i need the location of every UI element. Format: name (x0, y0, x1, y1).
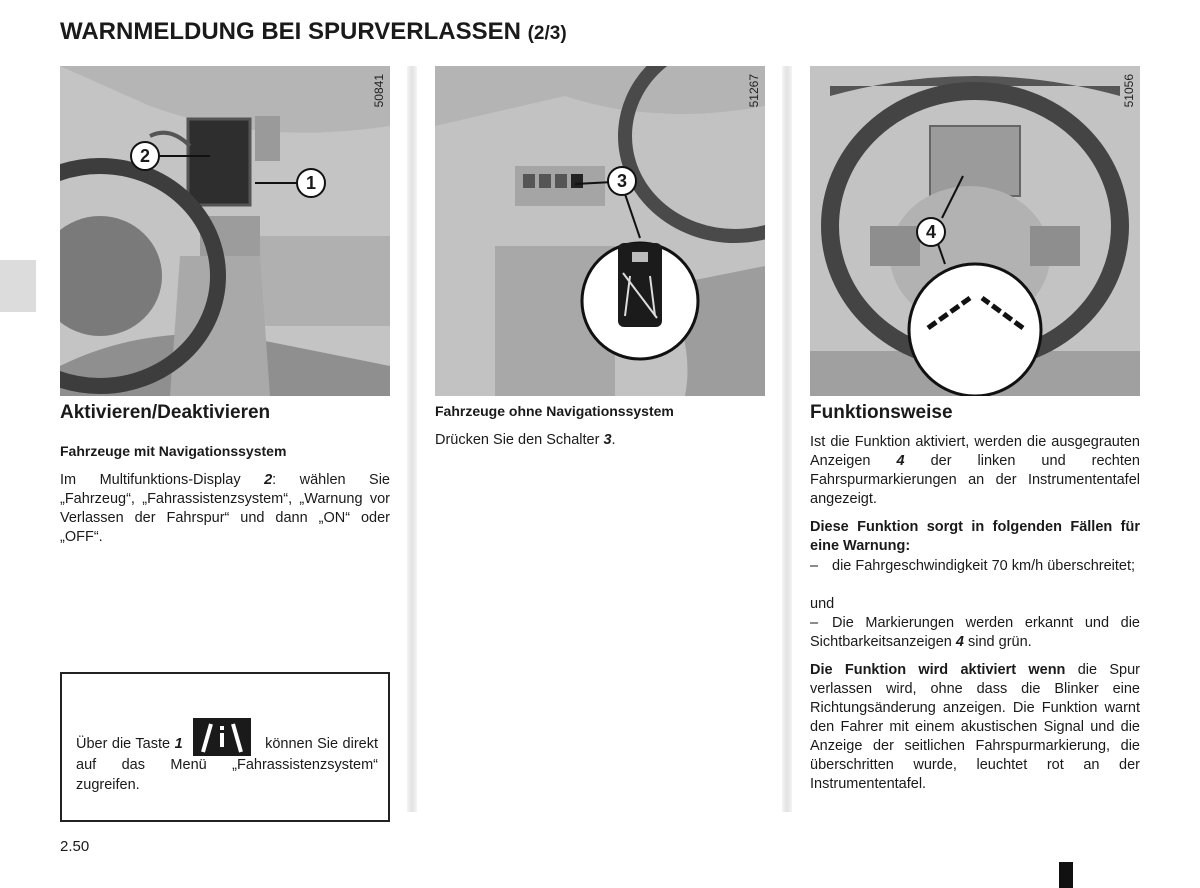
callout-4: 4 (916, 217, 946, 247)
dashboard-illustration (60, 66, 390, 396)
title-suffix: (2/3) (527, 23, 567, 44)
figure-dashboard: 50841 2 1 (60, 66, 390, 396)
chapter-tab (0, 260, 36, 312)
figure-number: 51267 (747, 74, 761, 108)
figure-number: 50841 (372, 74, 386, 108)
note-text: Über die Taste 1 können Sie direkt auf d… (76, 718, 378, 795)
list-item-markings: –Die Markierungen werden erkannt und die… (810, 615, 1140, 650)
list-connector-and: und (810, 596, 835, 612)
switch-panel-illustration (435, 66, 765, 396)
figure-switch-panel: 51267 3 (435, 66, 765, 396)
subheading-with-nav: Fahrzeuge mit Navigationssystem (60, 443, 287, 459)
title-text: WARNMELDUNG BEI SPURVERLASSEN (60, 18, 521, 45)
paragraph-activation: Die Funktion wird aktiviert wenn die Spu… (810, 662, 1140, 792)
paragraph-warning-conditions: Diese Funktion sorgt in folgenden Fällen… (810, 519, 1140, 554)
paragraph-function-intro: Ist die Funktion aktiviert, werden die a… (810, 434, 1141, 507)
steering-wheel-illustration (810, 66, 1140, 396)
page-number: 2.50 (60, 838, 90, 855)
page-title: WARNMELDUNG BEI SPURVERLASSEN (2/3) (60, 18, 567, 46)
figure-steering-wheel: 51056 4 (810, 66, 1140, 396)
column-separator (407, 66, 417, 812)
lane-assist-button-icon (192, 718, 251, 756)
paragraph-with-nav: Im Multifunktions-Display 2: wählen Sie … (60, 472, 391, 545)
note-box: Über die Taste 1 können Sie direkt auf d… (60, 672, 390, 822)
callout-1: 1 (296, 168, 326, 198)
callout-2: 2 (130, 141, 160, 171)
subheading-without-nav: Fahrzeuge ohne Navigationssystem (435, 403, 674, 419)
section-heading-activate: Aktivieren/Deaktivieren (60, 402, 271, 423)
paragraph-without-nav: Drücken Sie den Schalter 3. (435, 432, 616, 448)
callout-3: 3 (607, 166, 637, 196)
column-separator (782, 66, 792, 812)
figure-number: 51056 (1122, 74, 1136, 108)
corner-mark (1059, 862, 1073, 888)
list-item-speed: –die Fahrgeschwindigkeit 70 km/h übersch… (810, 558, 1136, 574)
section-heading-function: Funktionsweise (810, 402, 953, 423)
